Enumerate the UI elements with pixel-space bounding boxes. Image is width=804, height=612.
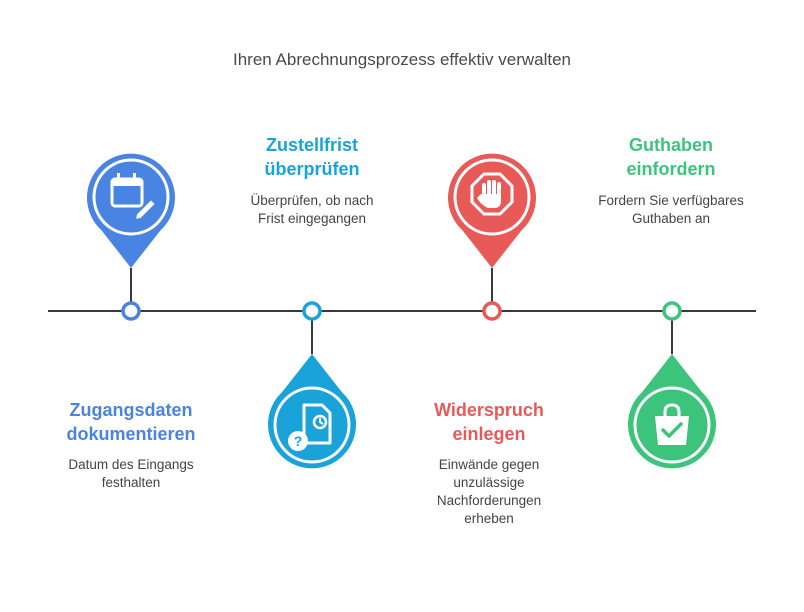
pin-widerspruch (448, 153, 536, 321)
svg-text:?: ? (294, 433, 303, 449)
pin-zustellfrist: ? (268, 301, 356, 469)
step-description-zustellfrist: Überprüfen, ob nach Frist eingegangen (250, 193, 374, 226)
step-heading-zustellfrist: Zustellfrist überprüfen (264, 135, 360, 179)
document-clock-question-icon: ? (288, 403, 332, 451)
stop-hand-icon (470, 172, 514, 216)
page-title: Ihren Abrechnungsprozess effektiv verwal… (233, 50, 571, 69)
step-heading-widerspruch: Widerspruch einlegen (434, 400, 544, 444)
calendar-edit-icon (110, 173, 158, 222)
step-description-guthaben: Fordern Sie verfügbares Guthaben an (598, 193, 744, 226)
pin-guthaben (628, 301, 716, 469)
step-heading-guthaben: Guthaben einfordern (626, 135, 716, 179)
timeline-node-widerspruch (482, 301, 502, 321)
shopping-bag-check-icon (655, 403, 689, 445)
step-description-zugangsdaten: Datum des Eingangs festhalten (68, 457, 194, 490)
pin-zugangsdaten (87, 153, 176, 321)
step-description-widerspruch: Einwände gegen unzulässige Nachforderung… (436, 457, 542, 526)
timeline-node-zugangsdaten (121, 301, 141, 321)
step-heading-zugangsdaten: Zugangsdaten dokumentieren (66, 400, 196, 444)
timeline-node-zustellfrist (302, 301, 322, 321)
timeline-node-guthaben (662, 301, 682, 321)
